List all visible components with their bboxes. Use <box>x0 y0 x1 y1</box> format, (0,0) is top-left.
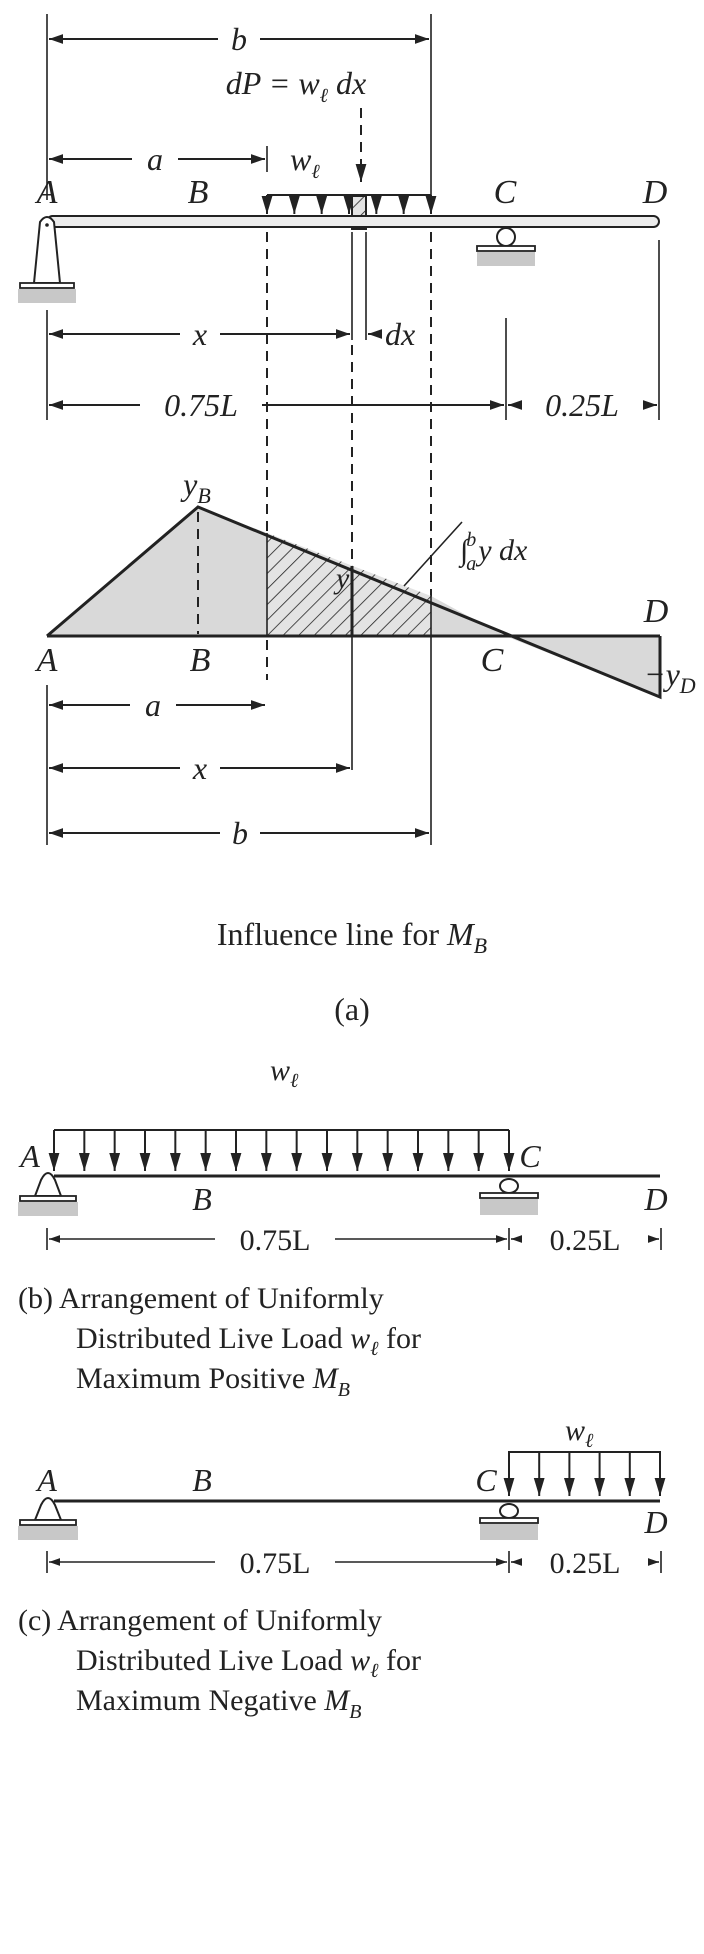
il-dim-b-label: b <box>232 815 248 851</box>
dim-x-label: x <box>192 316 207 352</box>
il-point-d: D <box>643 593 669 630</box>
il-dim-x-label: x <box>192 750 207 786</box>
tag-a: (a) <box>334 991 370 1027</box>
span-cd-label-b: 0.25L <box>550 1224 621 1257</box>
figure-b-beam: wℓ A B C D 0.75L 0.25L <box>18 1054 668 1257</box>
il-point-c: C <box>481 642 504 679</box>
il-dim-a-label: a <box>145 687 161 723</box>
overhang-load-arrows-c <box>503 1452 666 1496</box>
dim-dx-label: dx <box>385 316 415 352</box>
caption-c-line1: (c) Arrangement of Uniformly <box>18 1604 382 1637</box>
point-a-c: A <box>35 1462 57 1498</box>
caption-c-line2: Distributed Live Load wℓ for <box>76 1644 421 1682</box>
point-b-c: B <box>192 1462 212 1498</box>
il-point-a: A <box>35 642 58 679</box>
span-ac-label-b: 0.75L <box>240 1224 311 1257</box>
il-point-b: B <box>190 642 211 679</box>
il-y-label: y <box>333 562 350 595</box>
dim-b-label: b <box>231 21 247 57</box>
span-cd-label: 0.25L <box>545 387 619 423</box>
pin-support-icon <box>18 1172 78 1216</box>
caption-b: (b) Arrangement of Uniformly Distributed… <box>18 1282 421 1401</box>
point-c-b: C <box>519 1138 541 1174</box>
il-curve <box>46 505 662 700</box>
point-d-c: D <box>643 1504 667 1540</box>
dim-a-label: a <box>147 141 163 177</box>
load-equation: dP = wℓ dx <box>226 65 366 107</box>
roller-support-icon <box>476 227 536 266</box>
load-label-b: wℓ <box>270 1054 299 1092</box>
roller-support-icon <box>479 1178 539 1215</box>
partial-load-arrows <box>261 195 437 214</box>
caption-b-line1: (b) Arrangement of Uniformly <box>18 1282 384 1315</box>
span-ac-label-c: 0.75L <box>240 1547 311 1580</box>
figure-a-beam-diagram: b dP = wℓ dx a wℓ A B C D <box>18 14 668 680</box>
caption-b-line2: Distributed Live Load wℓ for <box>76 1322 421 1360</box>
point-a-label: A <box>35 174 58 211</box>
caption-c: (c) Arrangement of Uniformly Distributed… <box>18 1604 421 1723</box>
load-label-w: wℓ <box>290 141 320 183</box>
caption-a: Influence line for MB <box>217 916 487 958</box>
full-load-arrows-b <box>48 1130 515 1171</box>
figure-c-beam: wℓ A B C D 0.75L 0.25L <box>18 1414 668 1580</box>
caption-b-line3: Maximum Positive MB <box>76 1362 350 1401</box>
pin-support-icon <box>18 216 76 303</box>
point-c-label: C <box>494 174 517 211</box>
point-a-b: A <box>18 1138 40 1174</box>
span-ac-label: 0.75L <box>164 387 238 423</box>
point-c-c: C <box>475 1462 497 1498</box>
point-b-label: B <box>188 174 209 211</box>
point-d-b: D <box>643 1181 667 1217</box>
load-label-c: wℓ <box>565 1414 594 1452</box>
integral-leader-line <box>403 521 463 587</box>
caption-c-line3: Maximum Negative MB <box>76 1684 362 1723</box>
beam-abcd <box>46 215 660 228</box>
point-b-b: B <box>192 1181 212 1217</box>
pin-support-icon <box>18 1497 78 1540</box>
point-d-label: D <box>642 174 668 211</box>
il-hatched-area-integral <box>267 533 431 636</box>
il-end-label: −yD <box>644 656 696 698</box>
span-cd-label-c: 0.25L <box>550 1547 621 1580</box>
il-peak-label: yB <box>180 466 211 508</box>
roller-support-icon <box>479 1503 539 1540</box>
il-positive-area-left <box>47 507 267 636</box>
